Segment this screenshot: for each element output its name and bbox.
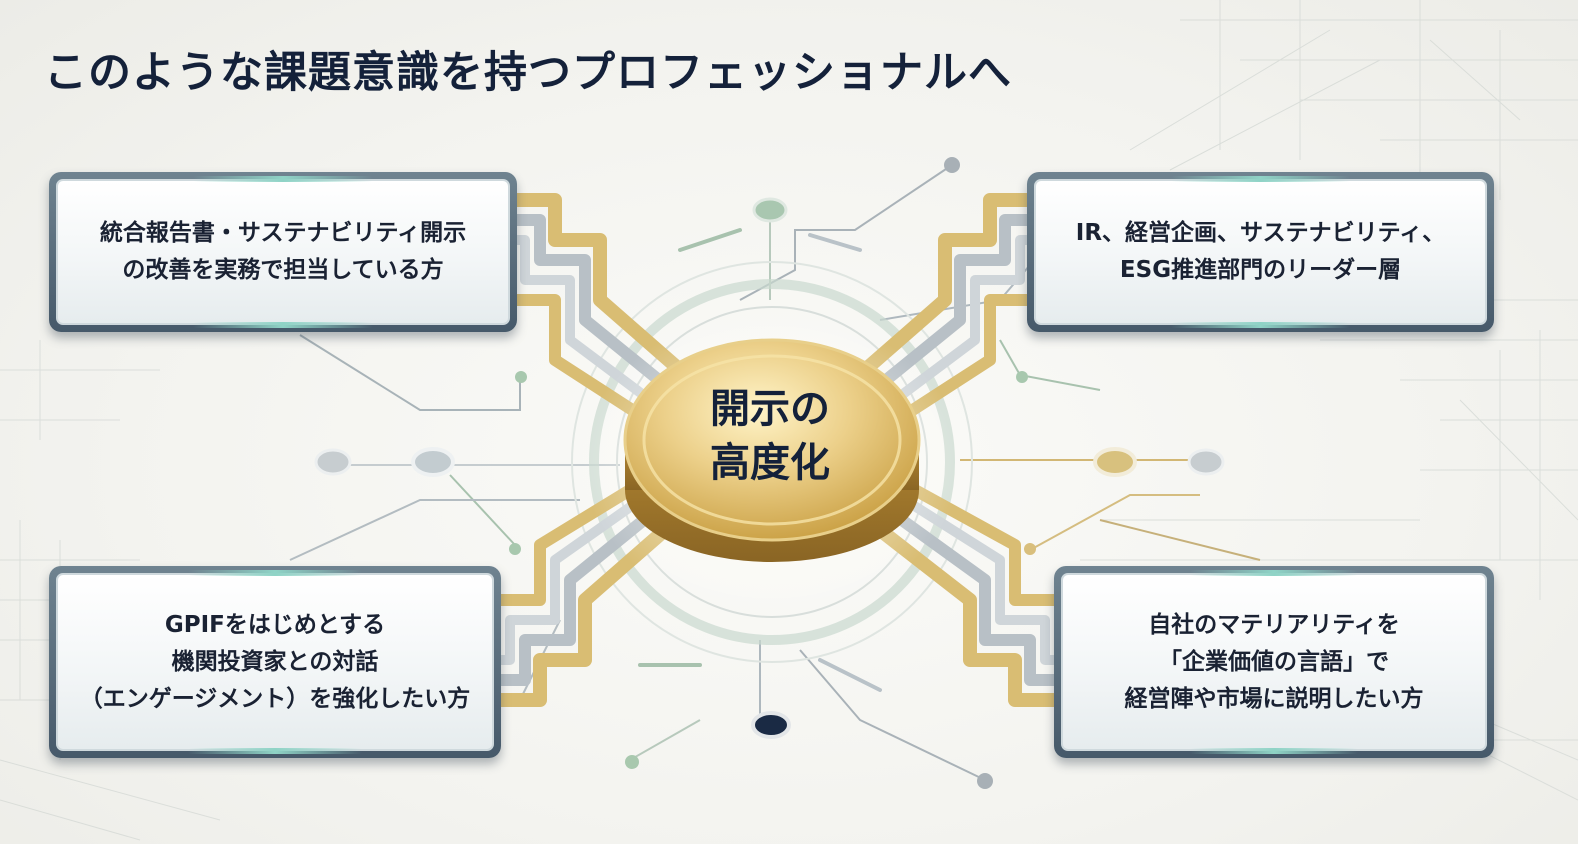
card-bottom-left-line-3: （エンゲージメント）を強化したい方 bbox=[79, 685, 471, 712]
hub-label: 開示の 高度化 bbox=[640, 382, 900, 490]
card-bottom-left-line-1: GPIFをはじめとする bbox=[164, 611, 386, 638]
card-top-right-body: IR、経営企画、サステナビリティ、 ESG推進部門のリーダー層 bbox=[1034, 176, 1487, 328]
card-bottom-right-body: 自社のマテリアリティを 「企業価値の言語」で 経営陣や市場に説明したい方 bbox=[1061, 570, 1487, 754]
card-top-right: IR、経営企画、サステナビリティ、 ESG推進部門のリーダー層 bbox=[1027, 172, 1494, 332]
card-top-right-line-1: IR、経営企画、サステナビリティ、 bbox=[1075, 220, 1446, 246]
card-bottom-right: 自社のマテリアリティを 「企業価値の言語」で 経営陣や市場に説明したい方 bbox=[1054, 566, 1494, 758]
card-top-left-line-2: の改善を実務で担当している方 bbox=[122, 257, 444, 283]
page-title: このような課題意識を持つプロフェッショナルへ bbox=[44, 48, 1012, 98]
card-bottom-right-line-3: 経営陣や市場に説明したい方 bbox=[1124, 685, 1424, 712]
card-top-right-line-2: ESG推進部門のリーダー層 bbox=[1119, 257, 1402, 283]
hub-disc bbox=[582, 312, 962, 612]
hub-label-line-2: 高度化 bbox=[710, 440, 830, 486]
card-top-left-body: 統合報告書・サステナビリティ開示 の改善を実務で担当している方 bbox=[56, 176, 510, 328]
card-bottom-left: GPIFをはじめとする 機関投資家との対話 （エンゲージメント）を強化したい方 bbox=[49, 566, 501, 758]
small-nodes bbox=[314, 157, 1225, 789]
card-bottom-left-body: GPIFをはじめとする 機関投資家との対話 （エンゲージメント）を強化したい方 bbox=[56, 570, 494, 754]
card-top-left-line-1: 統合報告書・サステナビリティ開示 bbox=[99, 220, 467, 246]
hub-label-line-1: 開示の bbox=[710, 386, 830, 432]
card-top-left: 統合報告書・サステナビリティ開示 の改善を実務で担当している方 bbox=[49, 172, 517, 332]
card-bottom-right-line-1: 自社のマテリアリティを bbox=[1148, 611, 1400, 638]
card-bottom-right-line-2: 「企業価値の言語」で bbox=[1159, 648, 1389, 675]
card-bottom-left-line-2: 機関投資家との対話 bbox=[171, 648, 379, 675]
cable-bottom-right bbox=[875, 484, 1066, 707]
